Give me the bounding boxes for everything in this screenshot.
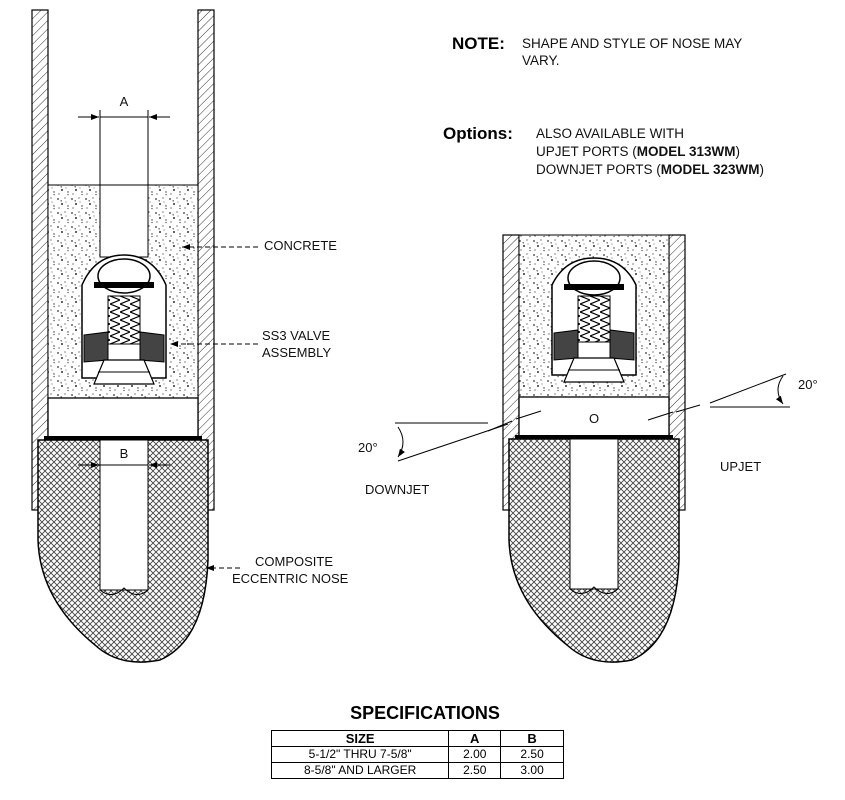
downjet-label: DOWNJET [365,482,429,497]
left-shoe: A B CONCRETE SS3 VALVE ASSEMBLY COMPOSIT… [31,9,349,663]
casing-wall-right [197,9,215,511]
table-row: 5-1/2" THRU 7-5/8" 2.00 2.50 [270,746,564,763]
cell-a: 2.50 [448,762,502,779]
base-plate [47,397,199,439]
dimension-a-label: A [120,94,129,109]
upjet-angle-label: 20° [798,377,818,392]
valve-spring [107,295,141,345]
cell-size: 8-5/8" AND LARGER [270,762,450,779]
note-heading: NOTE: [452,34,505,53]
options-line2: UPJET PORTS (MODEL 313WM) [536,144,740,159]
cell-b: 2.50 [500,746,564,763]
header-b: B [500,730,564,747]
center-bore [99,184,149,258]
casing-wall-left [31,9,49,511]
valve-label-line2: ASSEMBLY [262,345,331,360]
note-block: NOTE: SHAPE AND STYLE OF NOSE MAY VARY. [452,34,742,68]
downjet-angle-label: 20° [358,440,378,455]
options-block: Options: ALSO AVAILABLE WITH UPJET PORTS… [443,124,764,177]
header-a: A [448,730,502,747]
port-label: O [589,411,599,426]
specifications-title: SPECIFICATIONS [350,703,500,723]
nose-bore-right [569,438,619,590]
note-line2: VARY. [522,53,560,68]
valve-label-line1: SS3 VALVE [262,328,330,343]
valve-assembly [81,254,167,385]
specifications-table: SIZE A B 5-1/2" THRU 7-5/8" 2.00 2.50 8-… [270,730,564,779]
cell-a: 2.00 [448,746,502,763]
base-plate-right [518,396,670,438]
note-line1: SHAPE AND STYLE OF NOSE MAY [522,36,742,51]
cell-b: 3.00 [500,762,564,779]
header-size: SIZE [270,730,450,747]
valve-assembly-right [551,257,637,383]
table-header-row: SIZE A B [270,730,564,747]
nose-label-line1: COMPOSITE [255,554,333,569]
nose-bore [99,439,149,591]
options-line3: DOWNJET PORTS (MODEL 323WM) [536,162,764,177]
cell-size: 5-1/2" THRU 7-5/8" [270,746,450,763]
table-row: 8-5/8" AND LARGER 2.50 3.00 [270,762,564,779]
options-line1: ALSO AVAILABLE WITH [536,126,684,141]
concrete-label: CONCRETE [264,238,337,253]
right-shoe: O 20° 20° DOWNJET UPJET [358,234,818,663]
upjet-label: UPJET [720,459,761,474]
dimension-b-label: B [120,446,129,461]
nose-label-line2: ECCENTRIC NOSE [232,571,349,586]
options-heading: Options: [443,124,513,143]
